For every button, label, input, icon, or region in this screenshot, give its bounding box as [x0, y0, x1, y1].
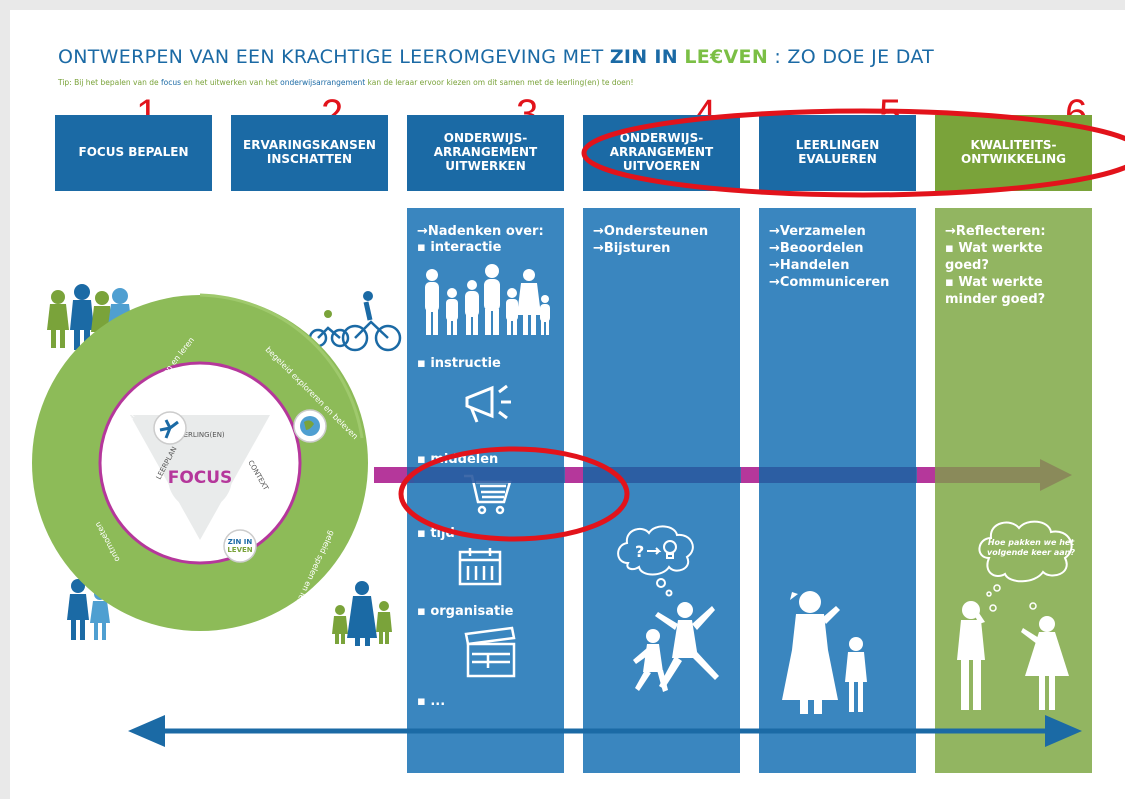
cyclists-icon — [308, 291, 402, 352]
leerlingen-label: LEERLING(EN) — [175, 431, 225, 439]
focus-diagram: FOCUS LEERLING(EN) CONTEXT LEERPLAN zelf… — [32, 284, 402, 646]
clapperboard-icon — [464, 626, 516, 678]
column-leerlingen-evalueren: →Verzamelen →Beoordelen →Handelen →Commu… — [759, 208, 916, 773]
shopping-cart-icon — [464, 474, 512, 515]
mother-child-icon — [332, 581, 392, 646]
col3-item-middelen: ▪ middelen — [417, 452, 499, 467]
focus-label: FOCUS — [168, 468, 233, 488]
col5-item-communiceren: →Communiceren — [769, 275, 890, 290]
column-arrangement-uitwerken: →Nadenken over: ▪ interactie ▪ instructi… — [407, 208, 564, 773]
col4-item-ondersteunen: →Ondersteunen — [593, 224, 709, 239]
col5-item-verzamelen: →Verzamelen — [769, 224, 866, 239]
col6-item-minder-goed: ▪ Wat werkte minder goed? — [945, 275, 1046, 307]
header-arrangement-uitvoeren: ONDERWIJS- ARRANGEMENT UITVOEREN — [583, 115, 740, 191]
page-title: ONTWERPEN VAN EEN KRACHTIGE LEEROMGEVING… — [58, 46, 935, 68]
mother-child-icon — [782, 591, 867, 714]
calendar-icon — [458, 548, 502, 586]
col5-item-beoordelen: →Beoordelen — [769, 241, 864, 256]
col6-item-goed: ▪ Wat werkte goed? — [945, 241, 1043, 273]
column-kwaliteitsontwikkeling: →Reflecteren: ▪ Wat werkte goed? ▪ Wat w… — [935, 208, 1092, 773]
svg-text:ZIN IN: ZIN IN — [228, 538, 253, 546]
lightbulb-icon — [663, 540, 677, 559]
children-group-icon — [633, 602, 719, 692]
svg-text:?: ? — [635, 542, 644, 561]
header-ervaringskansen: ERVARINGSKANSEN INSCHATTEN — [231, 115, 388, 191]
col3-item-tijd: ▪ tijd — [417, 526, 455, 541]
col3-item-etc: ▪ ... — [417, 694, 446, 709]
col3-item-interactie: ▪ interactie — [417, 240, 502, 255]
svg-text:LEVEN: LEVEN — [227, 546, 252, 554]
col6-item-reflecteren: →Reflecteren: — [945, 224, 1046, 239]
col5-item-handelen: →Handelen — [769, 258, 850, 273]
column-arrangement-uitvoeren: →Ondersteunen →Bijsturen ? — [583, 208, 740, 773]
col4-item-bijsturen: →Bijsturen — [593, 241, 671, 256]
zin-in-leven-badge — [223, 529, 257, 563]
header-leerlingen-evalueren: LEERLINGEN EVALUEREN — [759, 115, 916, 191]
logo-zin: ZIN IN — [609, 46, 678, 68]
focus-circle: FOCUS LEERLING(EN) CONTEXT LEERPLAN zelf… — [32, 293, 368, 631]
infographic-page: ONTWERPEN VAN EEN KRACHTIGE LEEROMGEVING… — [10, 10, 1125, 799]
megaphone-icon — [465, 384, 511, 423]
header-focus-bepalen: FOCUS BEPALEN — [55, 115, 212, 191]
header-kwaliteitsontwikkeling: KWALITEITS- ONTWIKKELING — [935, 115, 1092, 191]
tip-text: Tip: Bij het bepalen van de focus en het… — [58, 78, 634, 87]
logo-leven: LE€VEN — [684, 46, 769, 68]
thought-cloud-icon: ? — [617, 525, 694, 597]
two-people-talking-icon — [957, 601, 1069, 710]
col3-item-organisatie: ▪ organisatie — [417, 604, 514, 619]
left-arrowhead-icon — [128, 715, 165, 747]
speech-bubble-text: Hoe pakken we het volgende keer aan? — [987, 538, 1075, 557]
col3-item-instructie: ▪ instructie — [417, 356, 501, 371]
family-icon — [425, 264, 550, 335]
speech-bubble-icon — [978, 520, 1073, 597]
header-arrangement-uitwerken: ONDERWIJS- ARRANGEMENT UITWERKEN — [407, 115, 564, 191]
col3-intro: →Nadenken over: — [417, 224, 544, 239]
